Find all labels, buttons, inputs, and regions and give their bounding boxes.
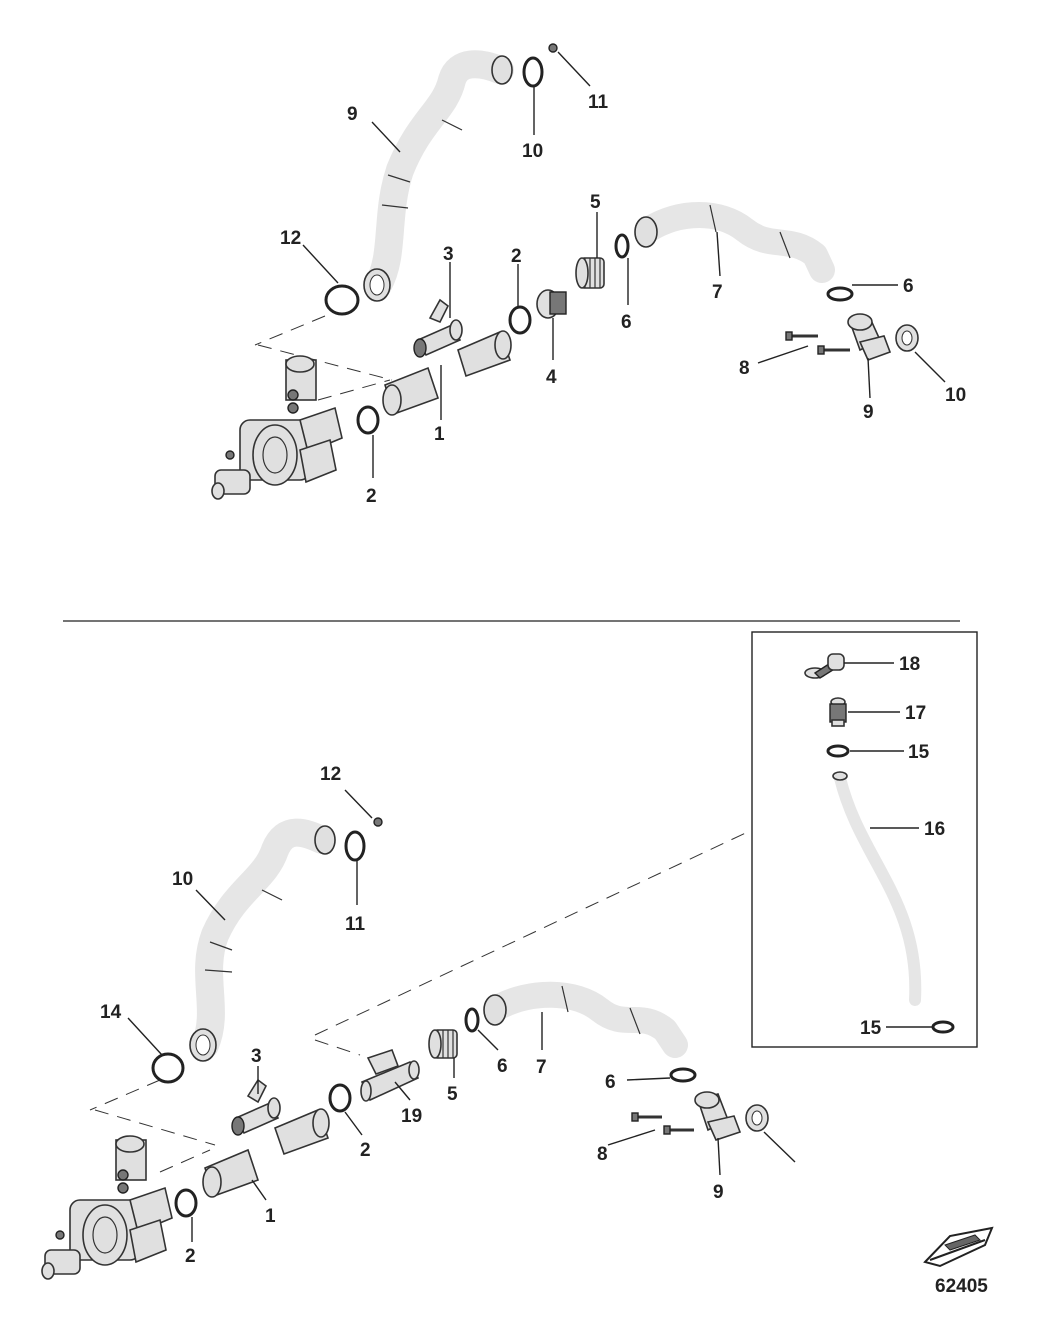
callout-label: 10 <box>945 385 966 406</box>
hose-7-bottom <box>483 981 688 1058</box>
callout-label: 7 <box>536 1057 547 1078</box>
fitting-5-bottom <box>428 1029 458 1059</box>
callout-label: 12 <box>280 228 301 249</box>
clamp-12 <box>522 56 544 88</box>
callout-label: 12 <box>320 764 341 785</box>
projection-line <box>159 1149 211 1173</box>
projection-line <box>254 315 326 346</box>
hose-1-upper <box>457 330 512 378</box>
hose-1-lower-bottom <box>202 1148 260 1198</box>
projection-line <box>89 1079 161 1111</box>
clamp-6-lower-bottom <box>669 1067 697 1083</box>
inset-panel: 18 17 15 16 15 <box>751 631 978 1048</box>
hose-16 <box>832 771 922 1006</box>
diagram-number: 62405 <box>935 1276 988 1297</box>
nut-13-bottom <box>373 817 383 827</box>
callout-label: 5 <box>590 192 601 213</box>
fitting-17 <box>829 697 847 727</box>
callout-label: 7 <box>712 282 723 303</box>
nut-13 <box>548 43 558 53</box>
seawater-pump-bottom <box>41 1135 173 1280</box>
callout-label: 2 <box>360 1140 371 1161</box>
hose-11-bottom <box>189 818 336 1062</box>
callout-label: 6 <box>903 276 914 297</box>
callout-label: 14 <box>100 1002 122 1023</box>
projection-line <box>257 344 393 381</box>
seawater-pump <box>211 355 343 500</box>
callout-label: 1 <box>434 424 445 445</box>
clamp-6-lower <box>826 286 854 302</box>
callout-label: 19 <box>401 1106 422 1127</box>
hose-1-upper-bottom <box>273 1108 330 1156</box>
callout-label: 10 <box>172 869 193 890</box>
callout-label: 6 <box>497 1056 508 1077</box>
callout-label: 9 <box>863 402 874 423</box>
elbow-9 <box>847 313 892 362</box>
clamp-6 <box>614 233 630 259</box>
hose-7 <box>634 202 835 283</box>
callout-label: 15 <box>860 1018 882 1039</box>
callout-label: 11 <box>588 92 609 113</box>
bottom-assembly <box>41 817 769 1280</box>
bolts-8-bottom <box>631 1112 694 1135</box>
callout-label: 17 <box>905 703 926 724</box>
callout-label: 11 <box>345 914 366 935</box>
projection-line <box>314 829 753 1036</box>
callout-label: 10 <box>522 141 543 162</box>
callout-label: 16 <box>924 819 945 840</box>
callout-label: 18 <box>899 654 920 675</box>
clamp-15-lower <box>931 1020 955 1034</box>
top-assembly <box>211 43 919 500</box>
callout-label: 6 <box>621 312 632 333</box>
clamp-2-lower-bottom <box>174 1188 198 1218</box>
projection-line <box>94 1109 216 1146</box>
callout-label: 5 <box>447 1084 458 1105</box>
top-callouts: 9 10 11 12 3 2 4 5 6 7 6 8 9 10 1 2 <box>280 51 966 507</box>
elbow-9-bottom <box>694 1091 742 1141</box>
projection-line <box>314 1039 361 1056</box>
bottom-callouts: 12 11 10 14 3 2 19 5 6 7 6 8 9 1 2 <box>100 764 796 1267</box>
callout-label: 9 <box>713 1182 724 1203</box>
fitting-5 <box>575 257 605 289</box>
clamp-2 <box>508 305 532 335</box>
clamp-12-bottom <box>344 830 366 862</box>
clamp-15 <box>826 744 850 758</box>
callout-label: 3 <box>251 1046 262 1067</box>
bolts-8 <box>785 331 850 355</box>
clamp-2-bottom <box>328 1083 352 1113</box>
tee-fitting-3 <box>413 298 463 358</box>
clamp-2-lower <box>356 405 380 435</box>
callout-label: 6 <box>605 1072 616 1093</box>
callout-label: 2 <box>366 486 377 507</box>
callout-label: 4 <box>546 367 557 388</box>
callout-label: 2 <box>511 246 522 267</box>
callout-label: 8 <box>597 1144 608 1165</box>
clamp-14 <box>324 284 360 316</box>
hose-1-lower <box>382 366 440 416</box>
adapter-4 <box>536 289 567 319</box>
clamp-6-bottom <box>464 1007 480 1033</box>
tube-19 <box>360 1048 420 1102</box>
callout-label: 8 <box>739 358 750 379</box>
callout-label: 9 <box>347 104 358 125</box>
tee-fitting-3-bottom <box>231 1078 281 1136</box>
projection-line <box>317 379 391 401</box>
hose-11 <box>363 50 514 302</box>
callout-label: 3 <box>443 244 454 265</box>
callout-label: 1 <box>265 1206 276 1227</box>
clamp-14-bottom <box>151 1052 185 1084</box>
callout-label: 15 <box>908 742 930 763</box>
callout-label: 2 <box>185 1246 196 1267</box>
boat-icon <box>923 1226 994 1268</box>
cap-18 <box>804 653 845 679</box>
